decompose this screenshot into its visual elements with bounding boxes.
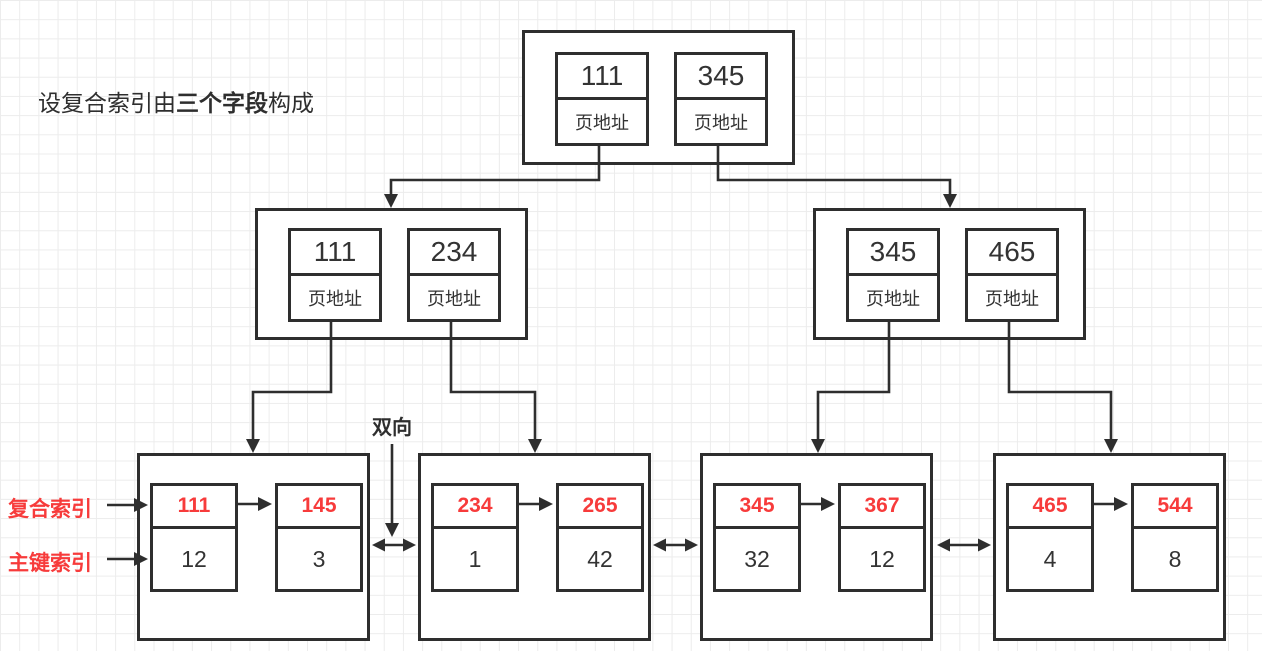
primary-key-value: 12: [869, 545, 895, 572]
primary-key-value: 3: [312, 545, 326, 572]
composite-key-value: 544: [1134, 486, 1216, 529]
leaf-node-1: 111 12 145 3: [137, 453, 370, 641]
leaf-node-2: 234 1 265 42: [418, 453, 651, 641]
leaf-node-4: 465 4 544 8: [993, 453, 1226, 641]
primary-key-value: 8: [1168, 545, 1182, 572]
page-address-label: 页地址: [866, 288, 920, 309]
page-address-label: 页地址: [985, 288, 1039, 309]
composite-key-value: 234: [434, 486, 516, 529]
leaf-link-arrow-1-2: [372, 538, 416, 552]
leaf-node-3: 345 32 367 12: [700, 453, 933, 641]
key-value: 111: [558, 55, 646, 100]
composite-key-value: 111: [153, 486, 235, 529]
connector-right-child-to-leaf-4: [1007, 321, 1118, 453]
connector-right-child-to-leaf-3: [811, 321, 891, 453]
bidirectional-annotation-arrow: [385, 444, 399, 537]
composite-key-value: 145: [278, 486, 360, 529]
leaf-2-entry-2: 265 42: [556, 483, 644, 592]
internal-left-key-cell-1: 111 页地址: [288, 228, 382, 322]
primary-key-value: 12: [181, 545, 207, 572]
internal-right-key-cell-1: 345 页地址: [846, 228, 940, 322]
title-emphasis: 三个字段: [176, 90, 268, 116]
composite-index-label: 复合索引: [8, 498, 92, 521]
root-key-cell-1: 111 页地址: [555, 52, 649, 146]
leaf-link-arrow-2-3: [653, 538, 698, 552]
key-value: 345: [677, 55, 765, 100]
primary-key-value: 42: [587, 545, 613, 572]
key-value: 234: [410, 231, 498, 276]
leaf-3-entry-1: 345 32: [713, 483, 801, 592]
internal-right-key-cell-2: 465 页地址: [965, 228, 1059, 322]
composite-key-value: 465: [1009, 486, 1091, 529]
primary-key-index-label: 主键索引: [8, 552, 92, 575]
composite-key-value: 367: [841, 486, 923, 529]
composite-key-value: 345: [716, 486, 798, 529]
leaf-link-arrow-3-4: [937, 538, 991, 552]
primary-key-value: 32: [744, 545, 770, 572]
title-prefix: 设复合索引由: [38, 90, 176, 116]
connector-left-child-to-leaf-2: [449, 321, 542, 453]
root-node: 111 页地址 345 页地址: [522, 30, 795, 165]
key-value: 345: [849, 231, 937, 276]
internal-node-right: 345 页地址 465 页地址: [813, 208, 1086, 340]
primary-key-value: 4: [1043, 545, 1057, 572]
root-key-cell-2: 345 页地址: [674, 52, 768, 146]
leaf-1-entry-2: 145 3: [275, 483, 363, 592]
internal-node-left: 111 页地址 234 页地址: [255, 208, 528, 340]
key-value: 111: [291, 231, 379, 276]
leaf-3-entry-2: 367 12: [838, 483, 926, 592]
leaf-1-entry-1: 111 12: [150, 483, 238, 592]
title-suffix: 构成: [268, 90, 314, 116]
leaf-4-entry-1: 465 4: [1006, 483, 1094, 592]
page-address-label: 页地址: [427, 288, 481, 309]
primary-key-value: 1: [468, 545, 482, 572]
page-address-label: 页地址: [575, 112, 629, 133]
key-value: 465: [968, 231, 1056, 276]
leaf-2-entry-1: 234 1: [431, 483, 519, 592]
internal-left-key-cell-2: 234 页地址: [407, 228, 501, 322]
composite-key-value: 265: [559, 486, 641, 529]
page-title: 设复合索引由三个字段构成: [38, 84, 314, 118]
connector-left-child-to-leaf-1: [246, 321, 333, 453]
leaf-4-entry-2: 544 8: [1131, 483, 1219, 592]
bidirectional-label: 双向: [372, 417, 412, 439]
page-address-label: 页地址: [694, 112, 748, 133]
page-address-label: 页地址: [308, 288, 362, 309]
